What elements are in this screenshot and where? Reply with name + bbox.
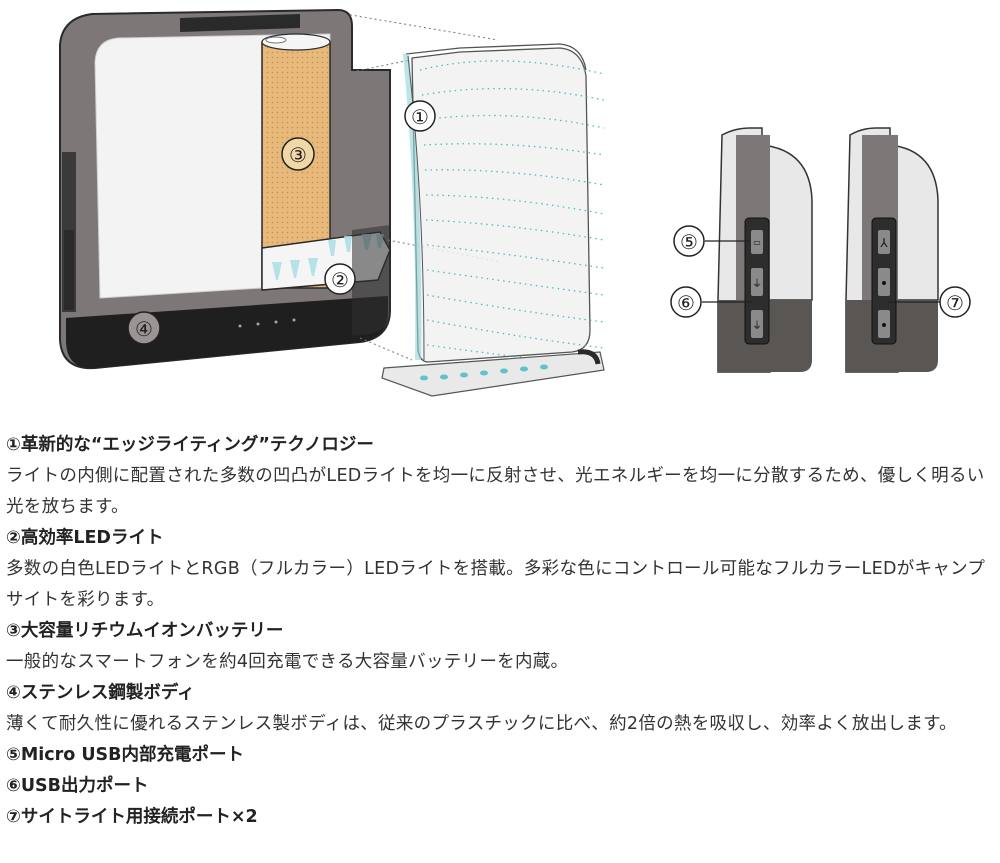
feature-2: ②高効率LEDライト 多数の白色LEDライトとRGB（フルカラー）LEDライトを… — [6, 523, 996, 616]
callout-3-label: ③ — [289, 143, 307, 167]
callout-5-label: ⑤ — [680, 230, 698, 254]
feature-6-title: ⑥USB出力ポート — [6, 776, 149, 796]
callout-2: ② — [324, 263, 356, 295]
feature-7-title: ⑦サイトライト用接続ポート×2 — [6, 807, 258, 827]
svg-text:⅄: ⅄ — [879, 236, 888, 250]
callout-4-label: ④ — [135, 317, 153, 341]
exploded-light-panel — [381, 43, 605, 397]
feature-1-desc: ライトの内側に配置された多数の凹凸がLEDライトを均一に反射させ、光エネルギーを… — [6, 466, 985, 517]
feature-6: ⑥USB出力ポート — [6, 771, 996, 802]
feature-5: ⑤Micro USB内部充電ポート — [6, 740, 996, 771]
feature-list: ①革新的な“エッジライティング”テクノロジー ライトの内側に配置された多数の凹凸… — [6, 430, 996, 833]
callout-4: ④ — [127, 311, 161, 345]
side-view-left: ▭ ⏚ ⏚ — [717, 127, 813, 373]
callout-6-label: ⑥ — [677, 291, 695, 315]
svg-text:⏚: ⏚ — [752, 278, 762, 290]
callout-7: ⑦ — [939, 286, 971, 318]
callout-1: ① — [404, 100, 436, 132]
callout-1-label: ① — [411, 105, 429, 129]
side-view-right: ⅄ — [845, 127, 939, 373]
feature-4-title: ④ステンレス鋼製ボディ — [6, 683, 195, 703]
feature-4: ④ステンレス鋼製ボディ 薄くて耐久性に優れるステンレス製ボディは、従来のプラスチ… — [6, 678, 996, 740]
feature-2-desc: 多数の白色LEDライトとRGB（フルカラー）LEDライトを搭載。多彩な色にコント… — [6, 559, 986, 610]
leader-lines — [702, 240, 940, 303]
lantern-diagram: ▭ ⏚ ⏚ ⅄ ① ② ③ ④ ⑤ — [59, 8, 971, 397]
feature-3: ③大容量リチウムイオンバッテリー 一般的なスマートフォンを約4回充電できる大容量… — [6, 616, 996, 678]
feature-3-title: ③大容量リチウムイオンバッテリー — [6, 621, 284, 641]
svg-text:▭: ▭ — [753, 238, 761, 247]
feature-1-title: ①革新的な“エッジライティング”テクノロジー — [6, 435, 374, 455]
feature-3-desc: 一般的なスマートフォンを約4回充電できる大容量バッテリーを内蔵。 — [6, 652, 569, 672]
callout-5: ⑤ — [673, 225, 705, 257]
lantern-main-unit — [59, 8, 391, 370]
feature-7: ⑦サイトライト用接続ポート×2 — [6, 802, 996, 833]
svg-text:⏚: ⏚ — [752, 320, 762, 332]
feature-2-title: ②高効率LEDライト — [6, 528, 164, 548]
callout-7-label: ⑦ — [946, 291, 964, 315]
feature-5-title: ⑤Micro USB内部充電ポート — [6, 745, 245, 765]
feature-1: ①革新的な“エッジライティング”テクノロジー ライトの内側に配置された多数の凹凸… — [6, 430, 996, 523]
callout-2-label: ② — [331, 268, 349, 292]
feature-4-desc: 薄くて耐久性に優れるステンレス製ボディは、従来のプラスチックに比べ、約2倍の熱を… — [6, 714, 957, 734]
callout-6: ⑥ — [670, 286, 702, 318]
callout-3: ③ — [281, 137, 315, 171]
